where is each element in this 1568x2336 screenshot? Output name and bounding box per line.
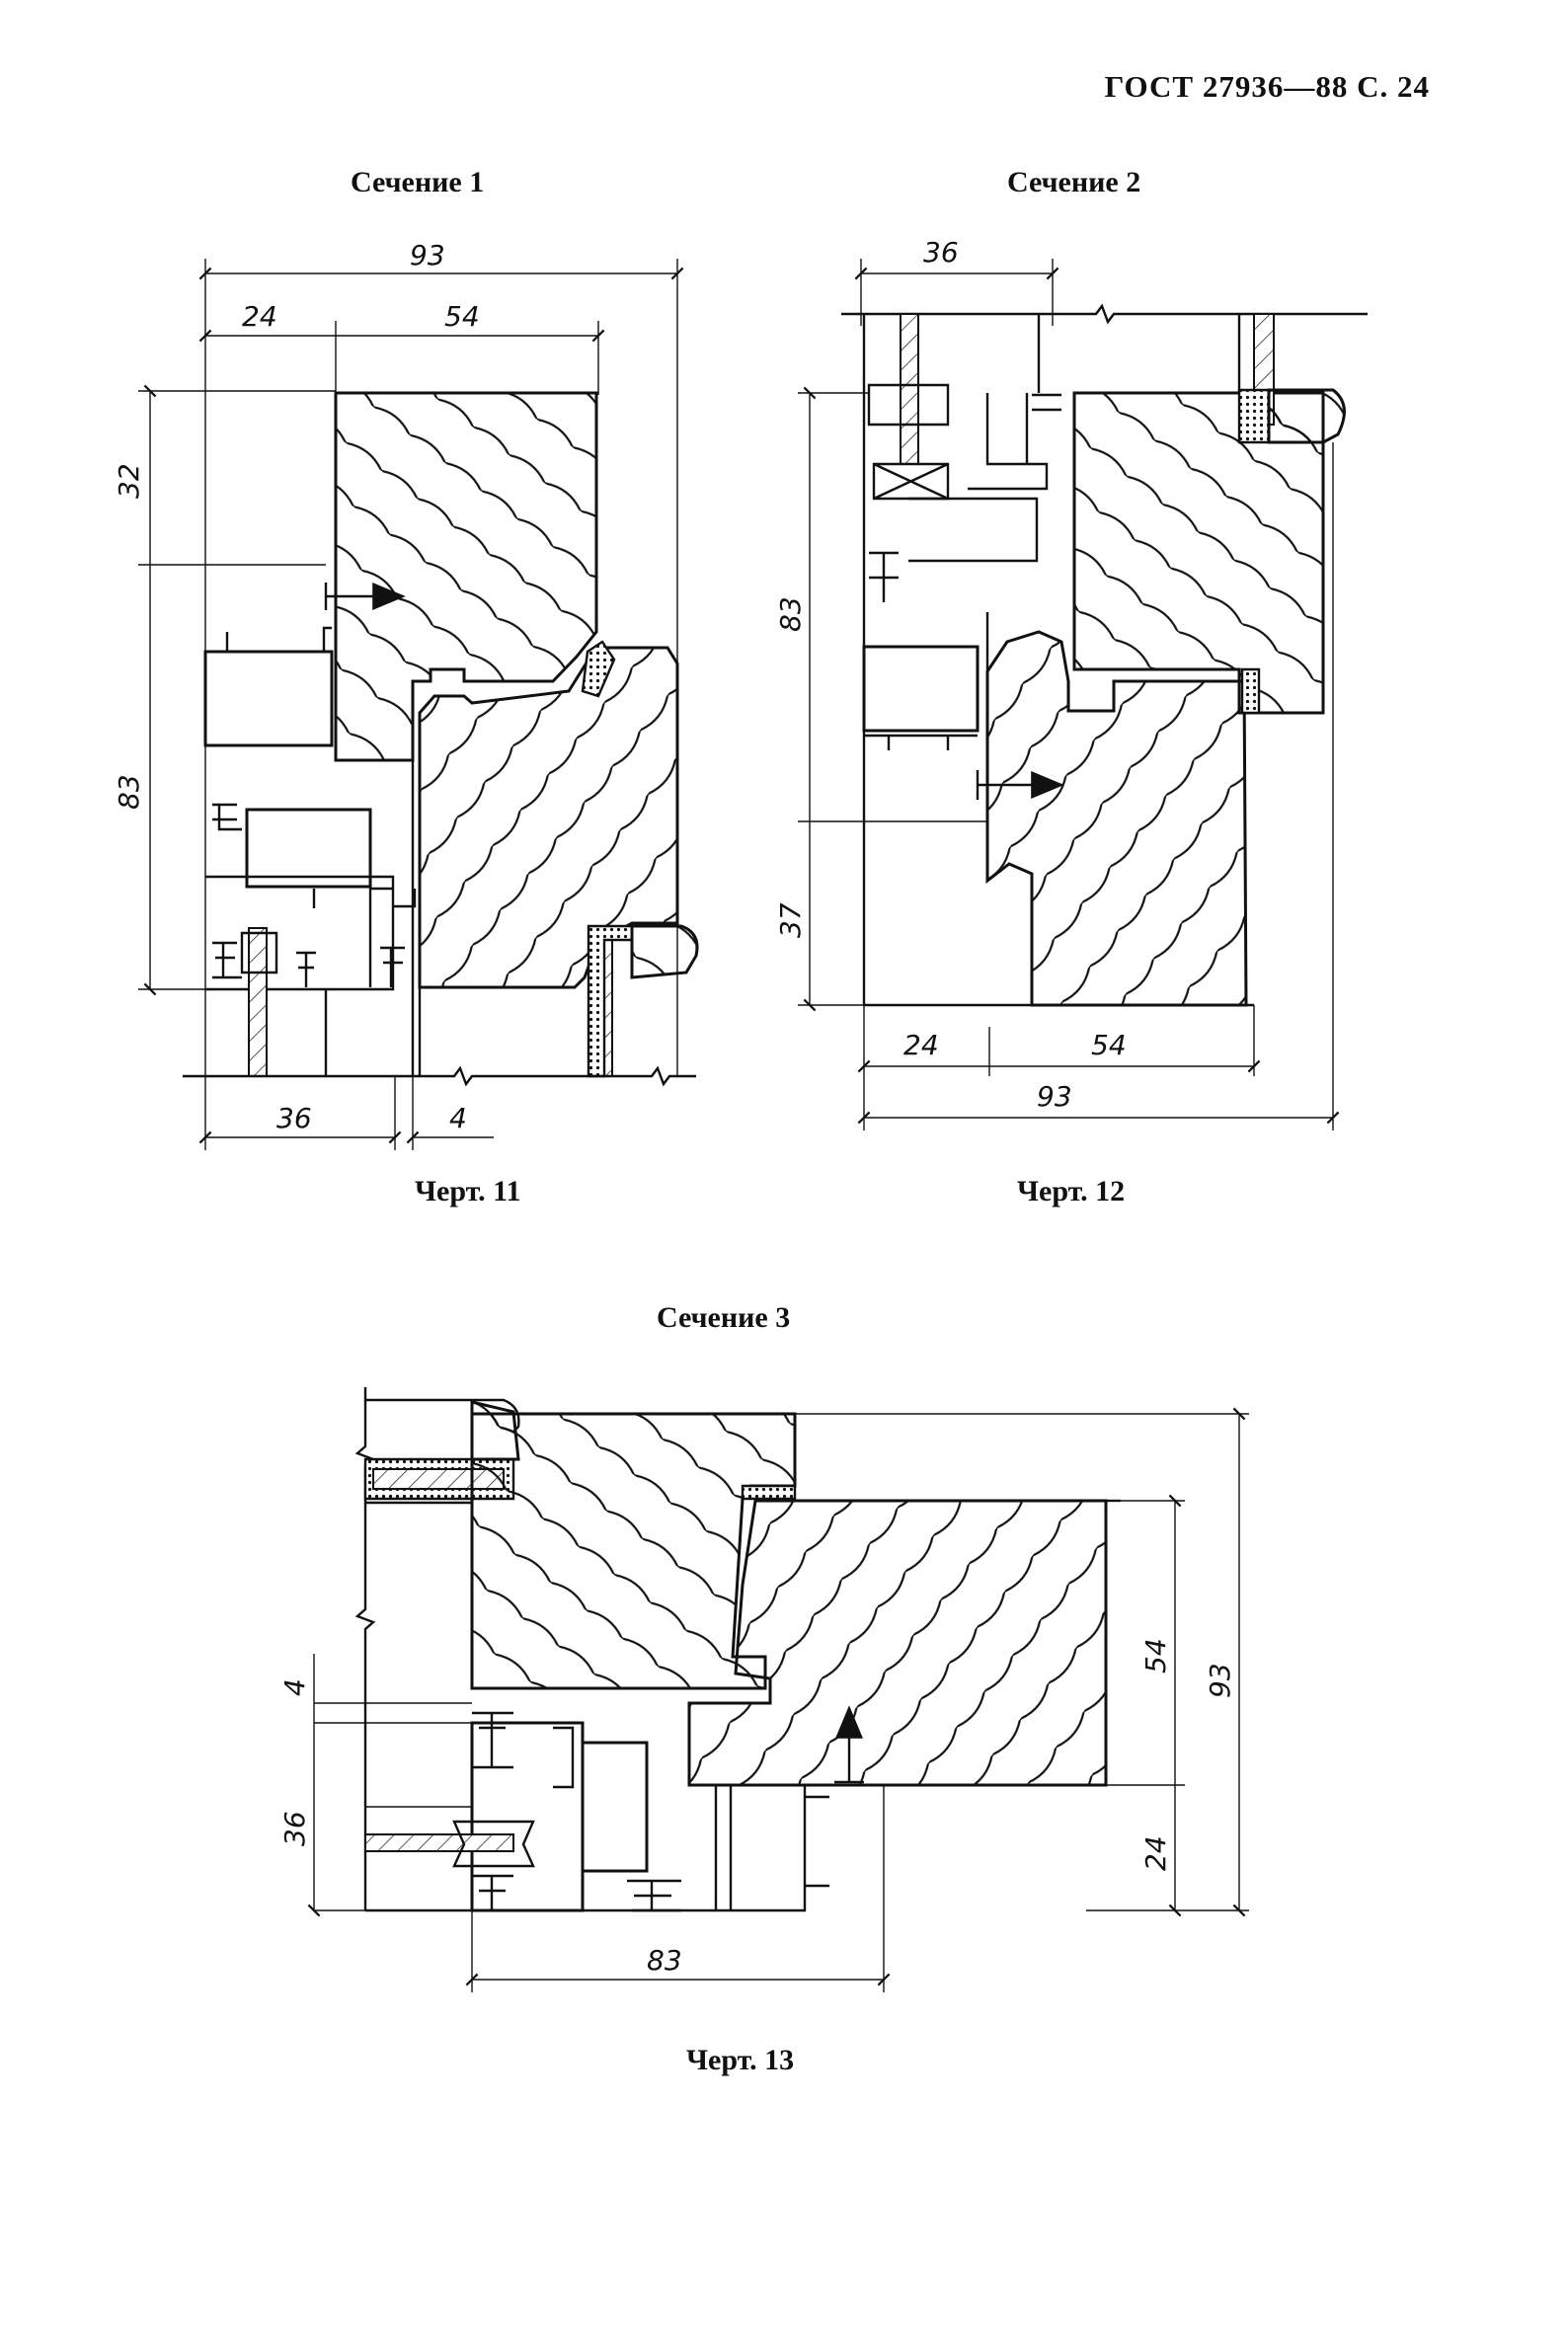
s3-profile-box bbox=[581, 1741, 649, 1873]
s3-dim-93: 93 bbox=[1204, 1663, 1236, 1698]
s1-dim-83: 83 bbox=[113, 774, 145, 810]
page-header: ГОСТ 27936—88 С. 24 bbox=[1104, 69, 1430, 104]
s2-glass-left bbox=[900, 313, 919, 465]
section-1-drawing: 93 24 54 32 83 bbox=[113, 239, 699, 1150]
s1-frame-wood bbox=[418, 646, 679, 989]
s3-dim-54: 54 bbox=[1139, 1638, 1172, 1674]
s2-dim-54: 54 bbox=[1091, 1029, 1127, 1061]
s1-seal bbox=[581, 640, 616, 698]
s3-dim-36: 36 bbox=[278, 1811, 311, 1846]
s1-profile-upper bbox=[203, 650, 334, 747]
section-2-title: Сечение 2 bbox=[1007, 166, 1141, 198]
s1-glass bbox=[248, 927, 268, 1077]
s2-profile bbox=[862, 645, 980, 733]
s1-dim-32: 32 bbox=[113, 463, 145, 499]
s3-sash-wood bbox=[470, 1412, 797, 1690]
s2-dim-37: 37 bbox=[774, 902, 807, 938]
s1-i-profile-2 bbox=[212, 941, 242, 979]
s2-frame-wood bbox=[985, 630, 1248, 1007]
s3-glass-bottom bbox=[364, 1833, 514, 1852]
s1-i-profile-1 bbox=[212, 803, 242, 831]
s1-dim-36: 36 bbox=[276, 1102, 312, 1134]
s2-top-seal bbox=[1237, 388, 1271, 444]
s1-dim-93: 93 bbox=[410, 239, 445, 272]
section-2-drawing: 36 83 37 bbox=[774, 236, 1368, 1130]
caption-drawing-12: Черт. 12 bbox=[1017, 1175, 1126, 1207]
s3-dim-4: 4 bbox=[278, 1678, 311, 1696]
s2-dim-83: 83 bbox=[774, 596, 807, 632]
caption-drawing-13: Черт. 13 bbox=[686, 2044, 795, 2076]
section-3-drawing: 54 24 93 4 36 83 bbox=[278, 1387, 1249, 1992]
s3-dim-24: 24 bbox=[1139, 1835, 1172, 1871]
s2-dim-24: 24 bbox=[903, 1029, 939, 1061]
section-3-title: Сечение 3 bbox=[657, 1301, 791, 1334]
caption-drawing-11: Черт. 11 bbox=[415, 1175, 521, 1207]
s2-dim-36: 36 bbox=[923, 236, 959, 269]
s3-profile-main bbox=[470, 1721, 585, 1912]
s1-profile-mid bbox=[245, 808, 372, 889]
section-1-title: Сечение 1 bbox=[351, 166, 485, 198]
s2-dim-93: 93 bbox=[1037, 1080, 1072, 1113]
s1-dim-24: 24 bbox=[242, 300, 277, 333]
s1-dim-54: 54 bbox=[444, 300, 480, 333]
s3-seal bbox=[741, 1484, 797, 1501]
s1-dim-4: 4 bbox=[449, 1102, 467, 1134]
s3-frame-wood bbox=[687, 1499, 1108, 1787]
s2-seal bbox=[1240, 667, 1261, 715]
s3-dim-83: 83 bbox=[647, 1944, 682, 1977]
